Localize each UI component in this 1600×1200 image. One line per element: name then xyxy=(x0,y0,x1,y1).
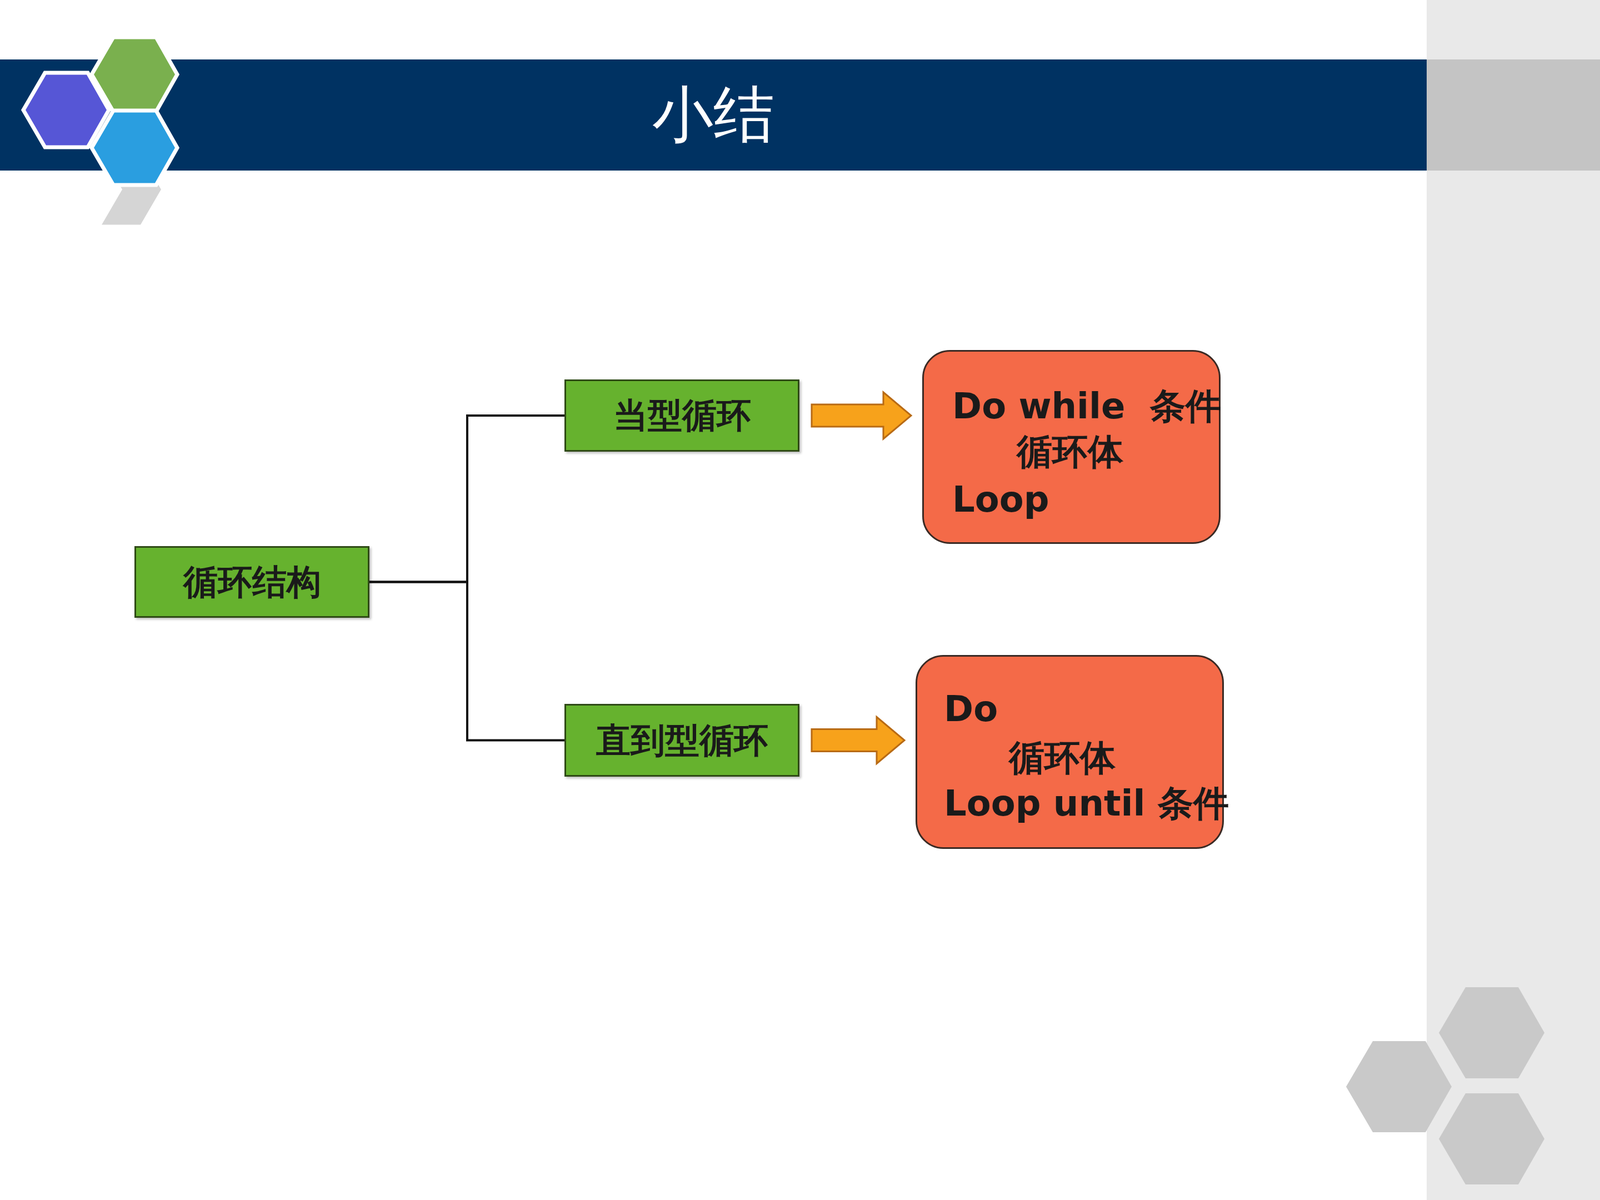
node-text: 循环体 xyxy=(1016,433,1124,470)
hexagon xyxy=(1438,1093,1545,1185)
side-strip xyxy=(1426,0,1600,1200)
node-text: 循环结构 xyxy=(183,558,322,606)
node-text: Loop xyxy=(952,481,1050,518)
code-box: Do循环体Loop until 条件 xyxy=(915,655,1224,849)
node-text: Do xyxy=(943,691,998,727)
category-box: 直到型循环 xyxy=(564,703,800,777)
node-text: 循环体 xyxy=(1008,740,1116,776)
hexagon-corner xyxy=(1346,987,1545,1185)
block-arrow xyxy=(811,392,912,439)
category-box: 循环结构 xyxy=(134,546,370,618)
side-strip-dark xyxy=(1426,59,1600,171)
node-text: Loop until 条件 xyxy=(943,785,1229,822)
hexagon xyxy=(1438,987,1545,1079)
node-text: 当型循环 xyxy=(613,392,752,439)
node-text: 直到型循环 xyxy=(596,717,769,764)
slide-title: 小结 xyxy=(0,59,1427,171)
hexagon xyxy=(91,110,178,185)
code-box: Do while 条件循环体 Loop xyxy=(922,350,1221,544)
title-text: 小结 xyxy=(652,73,775,157)
hexagon xyxy=(1346,1041,1452,1133)
category-box: 当型循环 xyxy=(564,379,800,452)
tree-connector xyxy=(369,582,565,741)
header-band xyxy=(0,59,1427,171)
hexagon-logo xyxy=(23,37,178,227)
block-arrow xyxy=(811,717,905,764)
tree-connector xyxy=(369,415,565,583)
hexagon xyxy=(91,37,178,112)
node-text: Do while 条件 xyxy=(952,388,1222,424)
